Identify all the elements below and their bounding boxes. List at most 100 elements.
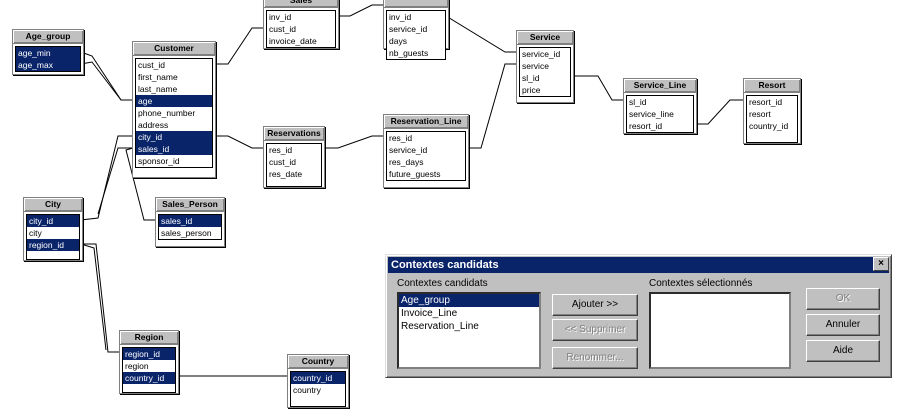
selected-label: Contextes sélectionnés	[649, 278, 753, 289]
column[interactable]: phone_number	[138, 108, 196, 118]
table-title: Region	[120, 331, 178, 345]
column[interactable]: invoice_date	[269, 36, 317, 46]
column[interactable]: cust_id	[269, 24, 296, 34]
add-button[interactable]: Ajouter >>	[552, 294, 638, 316]
table-title: Reservations	[264, 127, 324, 141]
table-service[interactable]: Service service_id service sl_id price	[516, 30, 574, 103]
table-city[interactable]: City city_id city region_id	[23, 197, 83, 261]
table-title: Country	[288, 355, 348, 369]
column[interactable]: last_name	[138, 84, 178, 94]
table-age-group[interactable]: Age_group age_min age_max	[12, 29, 84, 75]
join-serviceline-resort	[694, 99, 745, 125]
table-sales[interactable]: Sales inv_id cust_id invoice_date	[263, 0, 339, 49]
selected-listbox[interactable]	[649, 292, 791, 369]
column[interactable]: service_id	[389, 145, 428, 155]
column[interactable]: age_max	[16, 59, 80, 71]
table-title: Resort	[744, 79, 800, 93]
table-title: Reservation_Line	[384, 115, 468, 129]
dialog-title: Contextes candidats	[388, 257, 889, 273]
table-reservations[interactable]: Reservations res_id cust_id res_date	[263, 126, 325, 188]
column[interactable]: res_id	[269, 145, 293, 155]
column[interactable]: sales_person	[161, 228, 212, 238]
column[interactable]: country	[293, 385, 321, 395]
column[interactable]: age	[136, 95, 212, 107]
table-country[interactable]: Country country_id country	[287, 354, 349, 408]
column[interactable]: region	[125, 361, 149, 371]
column-list: age_min age_max	[15, 46, 81, 72]
column[interactable]: resort_id	[749, 97, 783, 107]
table-title: Service_Line	[624, 79, 696, 93]
column-list: city_id city region_id	[26, 214, 80, 260]
table-title: Customer	[133, 42, 215, 56]
column[interactable]: resort	[749, 109, 771, 119]
table-region[interactable]: Region region_id region country_id	[119, 330, 179, 394]
column[interactable]: sl_id	[522, 73, 540, 83]
help-button[interactable]: Aide	[806, 340, 880, 362]
column[interactable]: days	[389, 36, 407, 46]
table-reservation-line[interactable]: Reservation_Line res_id service_id res_d…	[383, 114, 469, 188]
column[interactable]: future_guests	[389, 169, 441, 179]
table-invoice-line[interactable]: inv_id service_id days nb_guests	[383, 0, 449, 60]
join-age-group-customer	[80, 51, 133, 101]
table-customer[interactable]: Customer cust_id first_name last_name ag…	[132, 41, 216, 178]
list-item[interactable]: Age_group	[399, 294, 539, 307]
column[interactable]: address	[138, 120, 169, 130]
join-resline-service	[467, 63, 517, 149]
table-title: Service	[517, 31, 573, 45]
column[interactable]: country_id	[123, 372, 175, 384]
join-age-group-customer-2	[80, 61, 122, 101]
column[interactable]: sponsor_id	[138, 156, 180, 166]
column-list: region_id region country_id	[122, 347, 176, 393]
column-list: sales_id sales_person	[158, 214, 222, 240]
column-list: inv_id service_id days nb_guests	[386, 10, 446, 60]
candidates-listbox[interactable]: Age_group Invoice_Line Reservation_Line	[397, 292, 541, 369]
column-list: country_id country	[290, 371, 346, 407]
column[interactable]: city	[29, 228, 42, 238]
join-city-region-2	[80, 243, 107, 351]
column-list: service_id service sl_id price	[519, 47, 571, 97]
join-customer-city	[80, 135, 133, 221]
column[interactable]: price	[522, 85, 541, 95]
join-customer-city-2	[97, 147, 133, 215]
column[interactable]: country_id	[291, 372, 345, 384]
column[interactable]: inv_id	[389, 12, 412, 22]
cancel-button[interactable]: Annuler	[806, 314, 880, 336]
column[interactable]: service_id	[522, 49, 561, 59]
table-resort[interactable]: Resort resort_id resort country_id	[743, 78, 801, 144]
column[interactable]: sales_id	[159, 215, 221, 227]
table-sales-person[interactable]: Sales_Person sales_id sales_person	[155, 197, 225, 247]
column[interactable]: cust_id	[138, 60, 165, 70]
list-item[interactable]: Invoice_Line	[401, 308, 458, 319]
column[interactable]: region_id	[27, 239, 79, 251]
column[interactable]: first_name	[138, 72, 178, 82]
column[interactable]: service	[522, 61, 549, 71]
column[interactable]: res_date	[269, 169, 303, 179]
column[interactable]: cust_id	[269, 157, 296, 167]
column[interactable]: res_id	[389, 133, 413, 143]
list-item[interactable]: Reservation_Line	[401, 321, 479, 332]
column[interactable]: city_id	[136, 131, 212, 143]
join-city-region	[81, 243, 121, 353]
ok-button[interactable]: OK	[806, 288, 880, 310]
column[interactable]: sales_id	[136, 143, 212, 155]
close-icon[interactable]: ×	[873, 257, 889, 271]
column[interactable]: sl_id	[629, 97, 647, 107]
column[interactable]: country_id	[749, 121, 789, 131]
column[interactable]: inv_id	[269, 12, 292, 22]
table-service-line[interactable]: Service_Line sl_id service_line resort_i…	[623, 78, 697, 134]
join-customer-sales	[214, 27, 265, 65]
column-list: cust_id first_name last_name age phone_n…	[135, 58, 213, 168]
column[interactable]: city_id	[27, 215, 79, 227]
table-title: Age_group	[13, 30, 83, 44]
column[interactable]: region_id	[123, 348, 175, 360]
column[interactable]: nb_guests	[389, 48, 429, 58]
column[interactable]: service_id	[389, 24, 428, 34]
column-list: res_id service_id res_days future_guests	[386, 131, 466, 181]
column[interactable]: resort_id	[629, 121, 663, 131]
remove-button[interactable]: << Supprimer	[552, 319, 638, 341]
column[interactable]: res_days	[389, 157, 424, 167]
rename-button[interactable]: Renommer...	[552, 347, 638, 369]
column[interactable]: service_line	[629, 109, 674, 119]
column[interactable]: age_min	[16, 47, 80, 59]
